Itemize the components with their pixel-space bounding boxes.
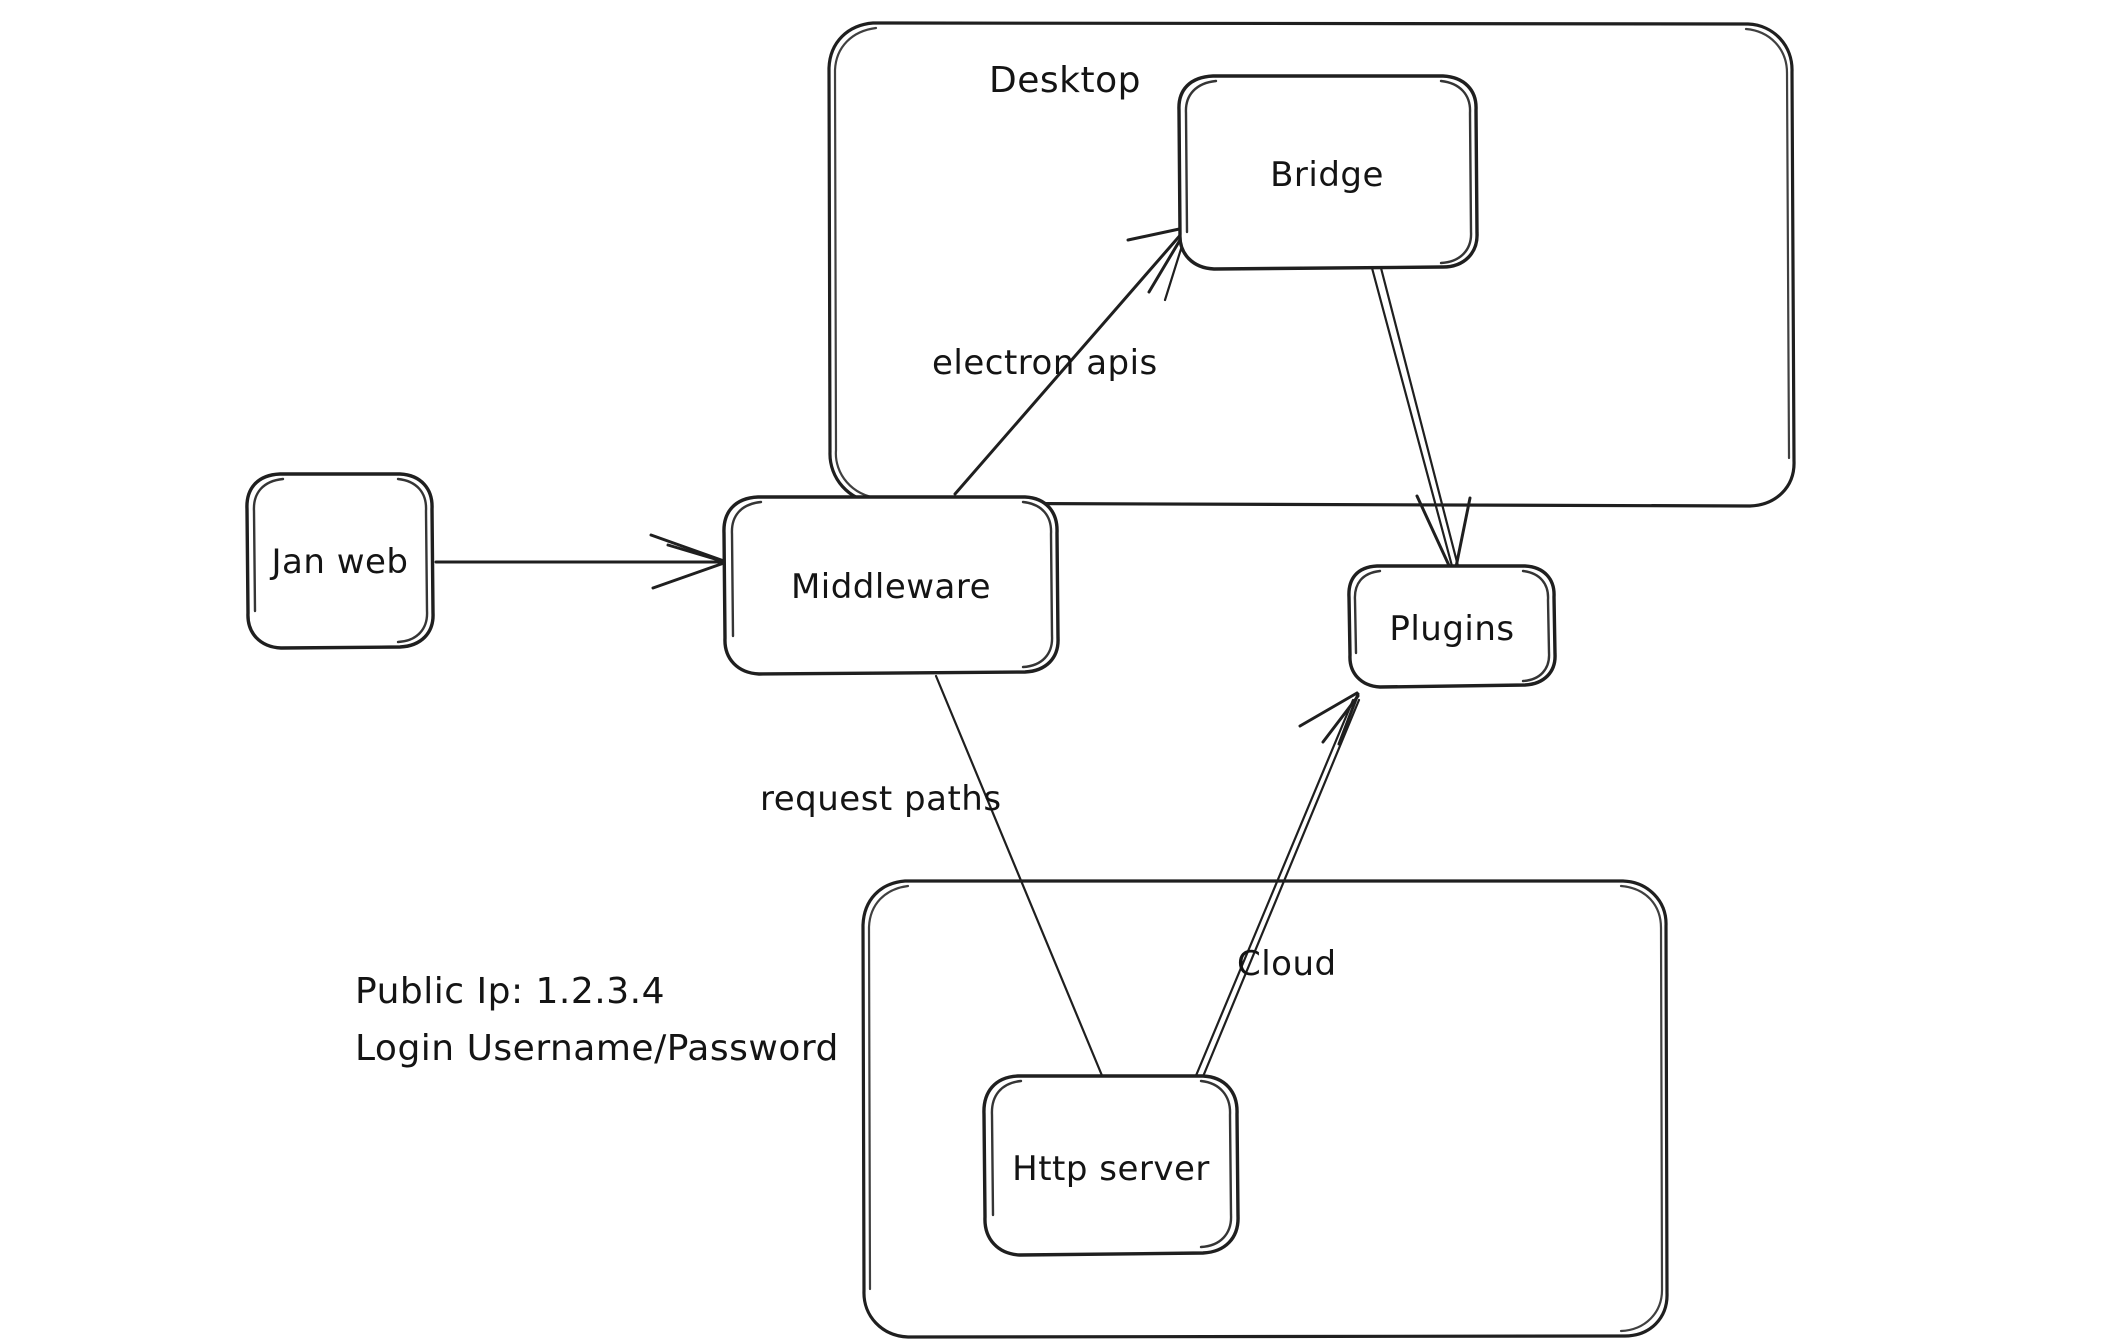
node-bridge-shape-inner2 [1439, 79, 1473, 265]
node-plugins-shape[interactable] [1347, 564, 1557, 689]
edge-middleware-to-bridge: electron apis [932, 226, 1188, 496]
desktop-container-outline-inner2 [1744, 27, 1791, 460]
edge-jan-web-to-middleware [434, 533, 727, 590]
node-http-server[interactable]: Http server [982, 1074, 1240, 1257]
group-label-desktop: Desktop [989, 60, 1141, 101]
arrow-head-bridge-a [1126, 226, 1186, 242]
arrow-head-plugins-top-b [1453, 496, 1472, 574]
node-middleware-shape-inner2 [1021, 500, 1054, 669]
node-label-bridge: Bridge [1270, 155, 1384, 195]
node-bridge[interactable]: Bridge [1177, 74, 1479, 271]
node-plugins[interactable]: Plugins [1347, 564, 1557, 689]
node-label-jan-web: Jan web [269, 542, 408, 582]
arrow-head-plugins-bottom-c [1321, 694, 1360, 744]
node-http-server-shape-inner [990, 1079, 1023, 1217]
edge-line-bridge-plugins [1370, 266, 1454, 568]
edge-line-middleware-bridge [953, 230, 1185, 496]
cloud-container-outline-inner [867, 884, 910, 1291]
node-label-plugins: Plugins [1389, 609, 1514, 649]
node-plugins-shape-inner2 [1521, 569, 1551, 683]
node-label-middleware: Middleware [791, 567, 991, 607]
node-jan-web-shape-inner [252, 477, 285, 613]
edge-label-cloud: Cloud [1237, 944, 1337, 984]
edge-middleware-to-http: request paths [760, 674, 1105, 1080]
notes-block: Public Ip: 1.2.3.4 Login Username/Passwo… [355, 971, 839, 1069]
edge-line-http-plugins-2 [1200, 698, 1361, 1081]
edge-line-bridge-plugins-2 [1379, 266, 1460, 568]
cloud-container-outline-inner2 [1619, 884, 1664, 1333]
edge-label-request-paths: request paths [760, 779, 1002, 819]
arrow-head-plugins-top-a [1415, 494, 1454, 574]
node-http-server-shape[interactable] [982, 1074, 1240, 1257]
arrow-head-plugins-bottom-b [1298, 691, 1359, 728]
node-bridge-shape-inner [1184, 79, 1218, 234]
node-label-http-server: Http server [1012, 1149, 1210, 1189]
arrow-head-middleware-c [666, 543, 727, 564]
note-public-ip: Public Ip: 1.2.3.4 [355, 971, 665, 1012]
node-middleware-shape-inner [730, 500, 763, 638]
edge-line-middleware-http [934, 674, 1105, 1080]
node-jan-web-shape-inner2 [396, 477, 429, 644]
desktop-container-outline-inner [833, 26, 880, 500]
edge-bridge-to-plugins [1370, 266, 1472, 574]
node-middleware[interactable]: Middleware [722, 495, 1060, 676]
node-plugins-shape-inner [1353, 569, 1382, 655]
arrow-head-middleware-b [651, 561, 726, 590]
node-jan-web-shape[interactable] [245, 472, 435, 650]
node-bridge-shape[interactable] [1177, 74, 1479, 271]
node-middleware-shape[interactable] [722, 495, 1060, 676]
node-http-server-shape-inner2 [1199, 1079, 1233, 1249]
note-login: Login Username/Password [355, 1028, 839, 1069]
edge-http-to-plugins: Cloud [1193, 691, 1361, 1081]
edge-label-electron-apis: electron apis [932, 343, 1158, 383]
edge-line-http-plugins [1193, 698, 1355, 1080]
node-jan-web[interactable]: Jan web [245, 472, 435, 650]
